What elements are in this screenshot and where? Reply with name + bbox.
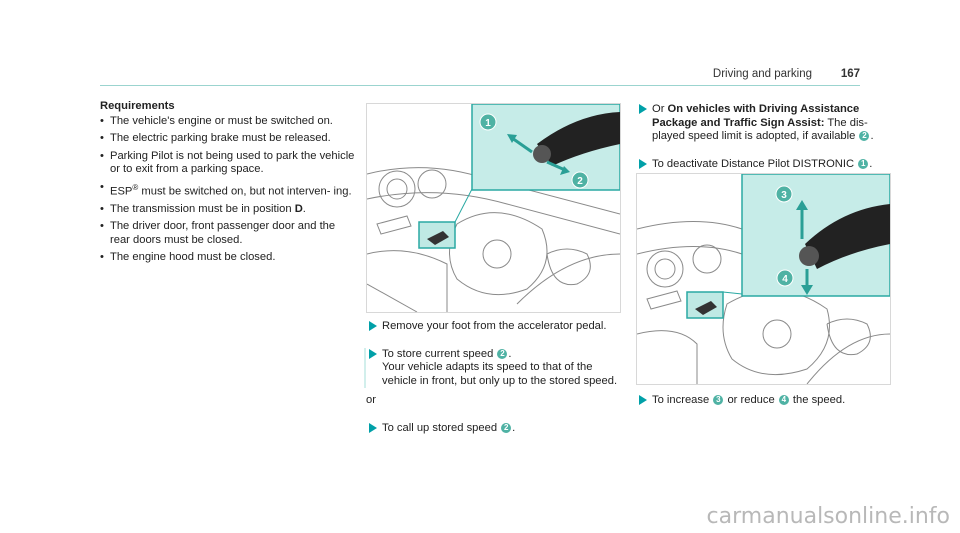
- list-item: The driver door, front passenger door an…: [100, 220, 355, 247]
- step-increase-reduce: To increase 3 or reduce 4 the speed.: [636, 394, 898, 408]
- badge-2: 2: [577, 176, 583, 187]
- list-item: The vehicle's engine or must be switched…: [100, 115, 355, 129]
- page-header: Driving and parking 167: [100, 66, 860, 86]
- requirements-block: Requirements The vehicle's engine or mus…: [100, 100, 355, 269]
- badge-2-inline: 2: [497, 348, 508, 359]
- cockpit-illustration: 1 2: [367, 104, 620, 312]
- requirements-title: Requirements: [100, 100, 175, 112]
- badge-2-inline: 2: [501, 422, 512, 433]
- badge-2-inline: 2: [859, 131, 870, 142]
- badge-4-inline: 4: [778, 395, 789, 406]
- step-arrow-icon: [639, 104, 647, 114]
- list-item: The engine hood must be closed.: [100, 251, 355, 265]
- requirements-list: The vehicle's engine or must be switched…: [100, 115, 355, 265]
- steps-column-2: Remove your foot from the accelerator pe…: [364, 320, 628, 449]
- step-arrow-icon: [369, 348, 377, 359]
- step-arrow-icon: [369, 422, 377, 433]
- list-item: The transmission must be in position D.: [100, 203, 355, 217]
- badge-1: 1: [485, 118, 491, 129]
- step-driving-assistance: Or On vehicles with Driving Assistance P…: [636, 103, 898, 144]
- step-arrow-icon: [639, 158, 647, 169]
- list-item: The electric parking brake must be relea…: [100, 132, 355, 146]
- cockpit-illustration: 3 4: [637, 174, 890, 384]
- step-call-up-speed: To call up stored speed 2.: [366, 422, 628, 436]
- section-title: Driving and parking: [712, 68, 812, 80]
- badge-3-inline: 3: [713, 395, 724, 406]
- step-store-speed: To store current speed 2. Your vehicle a…: [364, 347, 628, 388]
- figure-cockpit-lever-1-2: 1 2: [366, 103, 621, 313]
- or-label: or: [366, 394, 376, 406]
- list-item: Parking Pilot is not being used to park …: [100, 150, 355, 177]
- step-arrow-icon: [369, 321, 377, 331]
- page-number: 167: [840, 68, 860, 80]
- figure-cockpit-lever-3-4: 3 4: [636, 173, 891, 385]
- badge-1-inline: 1: [858, 158, 869, 169]
- badge-3: 3: [781, 190, 787, 201]
- step-side-bar: [364, 347, 366, 388]
- step-remove-foot: Remove your foot from the accelerator pe…: [366, 320, 628, 334]
- watermark: carmanualsonline.info: [706, 504, 950, 529]
- steps-column-3-bottom: To increase 3 or reduce 4 the speed.: [636, 394, 898, 422]
- step-arrow-icon: [639, 395, 647, 405]
- list-item: ESP® must be switched on, but not interv…: [100, 181, 355, 199]
- steps-column-3-top: Or On vehicles with Driving Assistance P…: [636, 103, 898, 185]
- badge-4: 4: [782, 274, 788, 285]
- step-deactivate-distronic: To deactivate Distance Pilot DISTRONIC 1…: [636, 158, 898, 172]
- header-rule: [100, 85, 860, 86]
